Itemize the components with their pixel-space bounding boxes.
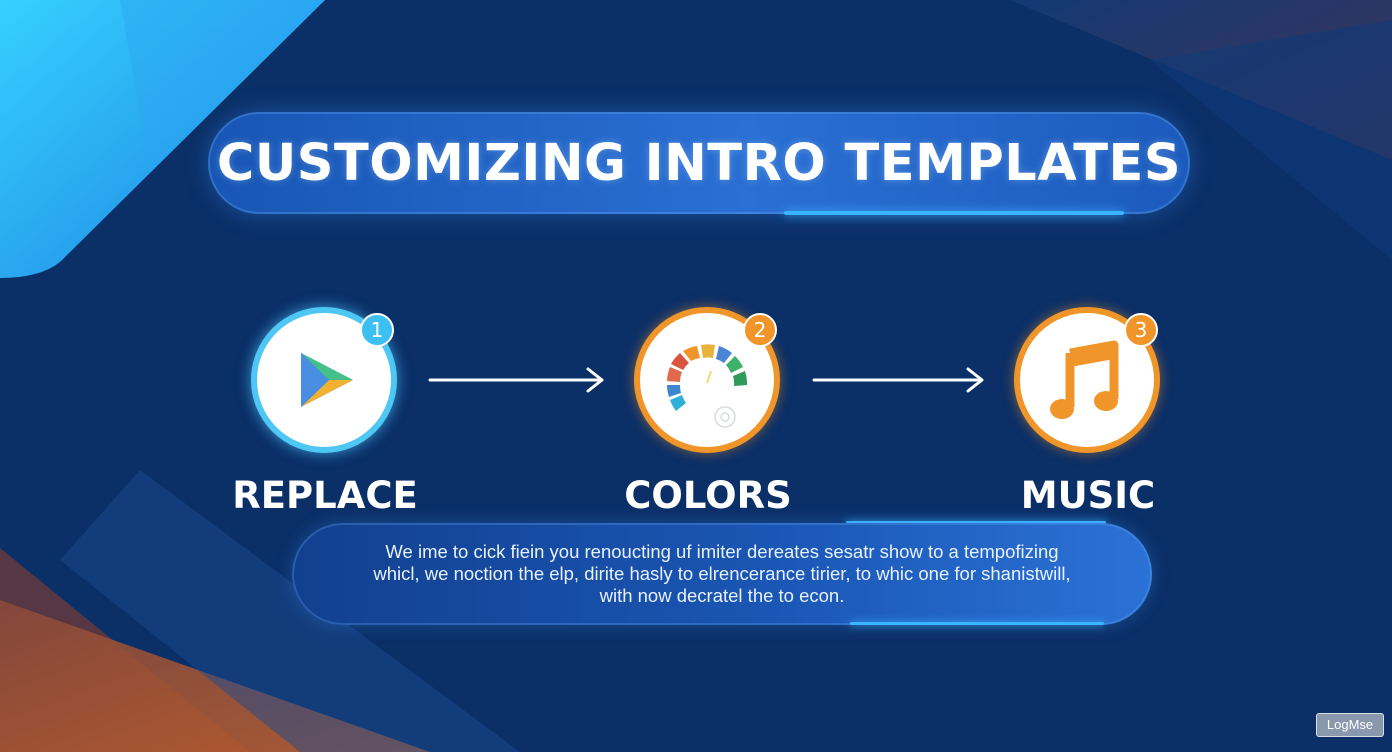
step-1-label: REPLACE [232,474,418,517]
description-glow-top [846,521,1106,524]
description-glow-bottom [850,622,1104,625]
step-2-label: COLORS [624,474,792,517]
description-box: We ime to cick fiein you renoucting uf i… [292,523,1152,625]
title-banner: CUSTOMIZING INTRO TEMPLATES [208,112,1190,214]
arrow-right-icon [812,367,984,393]
step-3-badge: 3 [1124,313,1158,347]
music-note-icon [1050,340,1119,419]
step-1-circle [251,307,397,453]
description-text: We ime to cick fiein you renoucting uf i… [312,541,1132,607]
step-1-badge: 1 [360,313,394,347]
description-line: whicl, we noction the elp, dirite hasly … [373,563,1071,584]
title-glow-line [784,211,1124,215]
arrow-right-icon [428,367,604,393]
step-3-label: MUSIC [1020,474,1156,517]
page-title: CUSTOMIZING INTRO TEMPLATES [216,133,1182,193]
description-line: We ime to cick fiein you renoucting uf i… [385,541,1059,562]
color-palette-icon [667,344,748,428]
step-2-badge: 2 [743,313,777,347]
watermark-logo: LogMse [1316,713,1384,737]
play-icon [301,353,353,407]
description-line: with now decratel the to econ. [599,585,845,606]
